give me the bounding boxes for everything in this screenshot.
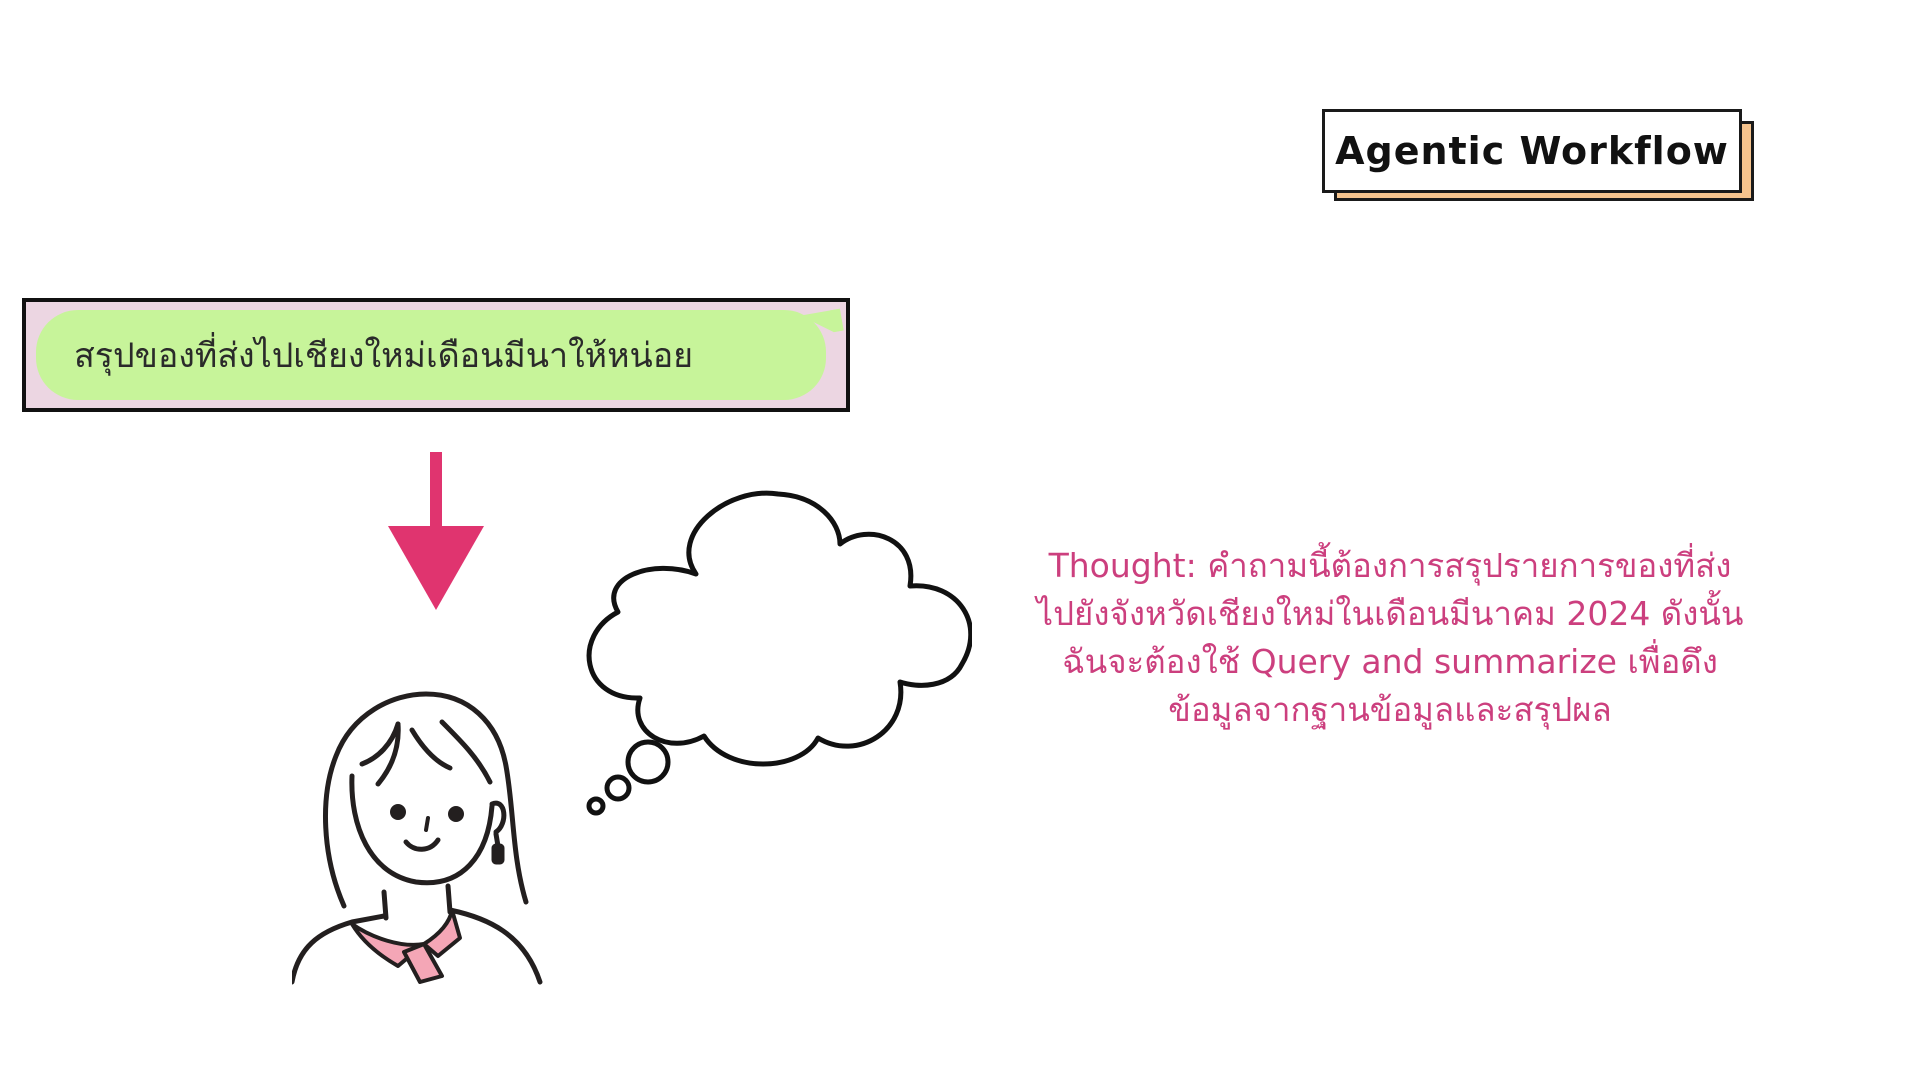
girl-avatar-icon: [292, 691, 543, 985]
user-message-text: สรุปของที่ส่งไปเชียงใหม่เดือนมีนาให้หน่อ…: [74, 336, 694, 376]
thought-line: ไปยังจังหวัดเชียงใหม่ในเดือนมีนาคม 2024 …: [1036, 594, 1744, 633]
user-message-frame: สรุปของที่ส่งไปเชียงใหม่เดือนมีนาให้หน่อ…: [22, 298, 850, 412]
badge-label: Agentic Workflow: [1322, 109, 1742, 193]
down-arrow-icon: [388, 452, 484, 610]
thought-line: ข้อมูลจากฐานข้อมูลและสรุปผล: [1168, 690, 1612, 729]
thought-line: Thought: คำถามนี้ต้องการสรุปรายการของที่…: [1048, 546, 1732, 585]
user-message-bubble: สรุปของที่ส่งไปเชียงใหม่เดือนมีนาให้หน่อ…: [36, 310, 826, 400]
agentic-workflow-badge: Agentic Workflow: [1322, 109, 1754, 201]
thought-line: ฉันจะต้องใช้ Query and summarize เพื่อดึ…: [1062, 642, 1718, 681]
thought-cloud-icon: [586, 490, 972, 816]
thought-text: Thought: คำถามนี้ต้องการสรุปรายการของที่…: [1010, 542, 1770, 734]
